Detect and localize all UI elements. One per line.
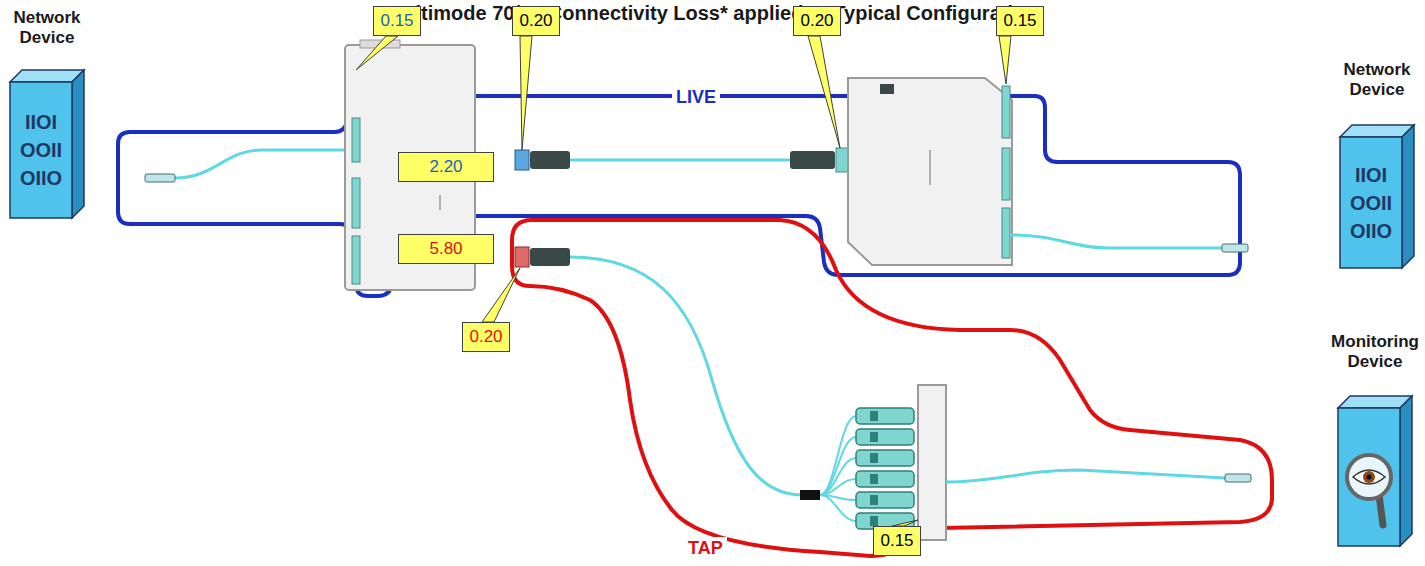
right-cassette — [848, 78, 1012, 265]
eye-magnifier — [1347, 455, 1391, 525]
cube-front — [10, 82, 72, 218]
live-trunk-cable-part — [530, 151, 570, 169]
tap-trunk-cable — [515, 247, 820, 500]
path-label: TAP — [684, 537, 727, 559]
right-cassette-part — [1002, 86, 1010, 138]
cube-side — [1400, 396, 1412, 546]
port-loss-value: 2.20 — [398, 152, 494, 182]
fanout-harness-part — [820, 479, 856, 495]
fanout-harness-part — [870, 495, 878, 505]
right-cassette-part — [1002, 208, 1010, 258]
right-cassette-part — [1002, 148, 1010, 200]
fanout-harness-part — [856, 408, 914, 424]
fanout-harness-part — [820, 458, 856, 495]
path-label: LIVE — [672, 86, 720, 108]
fanout-harness-part — [870, 453, 878, 463]
live-trunk-cable-part — [570, 159, 790, 162]
device-label: Monitoring Device — [1328, 332, 1422, 372]
fanout-harness-part — [856, 471, 914, 487]
fanout-harness-part — [870, 411, 878, 421]
callout-number: 0.15 — [873, 526, 921, 556]
tap-trunk-cable-part — [530, 248, 570, 266]
cube-side — [72, 70, 84, 218]
tap-loop-part — [512, 220, 1272, 556]
live-trunk-cable-part — [836, 148, 848, 172]
fanout-harness-part — [820, 495, 856, 521]
fanout-harness-part — [856, 492, 914, 508]
callout-number: 0.20 — [462, 322, 510, 352]
left-patch-cable-part — [145, 174, 175, 182]
fanout-harness-part — [870, 432, 878, 442]
callout-number: 0.20 — [793, 6, 841, 36]
fanout-harness-part — [870, 474, 878, 484]
fanout-harness-part — [820, 437, 856, 495]
patch-panel-part — [918, 385, 946, 540]
callout-pointer — [482, 268, 520, 322]
cube-front — [1338, 408, 1400, 546]
left-cassette-part — [439, 195, 441, 210]
patch-panel-part — [1225, 474, 1251, 482]
tap-trunk-cable-part — [515, 247, 529, 267]
tap-trunk-cable-part — [800, 490, 820, 500]
callout-pointer — [356, 36, 398, 70]
monitoring-device: Monitoring Device — [1328, 332, 1422, 548]
fanout-harness-part — [856, 450, 914, 466]
right-patch-cable-part — [1222, 244, 1248, 252]
cube-front — [1340, 137, 1402, 268]
left-cassette-part — [352, 236, 360, 284]
callout-number: 0.15 — [996, 6, 1044, 36]
right-patch-cable-part — [1010, 235, 1222, 248]
callout-number: 0.15 — [373, 6, 421, 36]
left-patch-cable-part — [175, 150, 345, 178]
patch-panel — [918, 385, 1251, 540]
cube-side — [1402, 125, 1414, 268]
callout-pointer — [520, 36, 532, 150]
fanout-harness-part — [820, 416, 856, 495]
tap-loop — [512, 220, 1272, 556]
callout-pointer — [808, 36, 840, 148]
left-cassette-part — [352, 118, 360, 162]
device-label: Network Device — [1332, 60, 1422, 100]
fanout-harness-part — [856, 429, 914, 445]
left-cassette-part — [352, 178, 360, 228]
device-label: Network Device — [4, 8, 90, 48]
patch-panel-part — [946, 470, 1225, 482]
port-loss-value: 5.80 — [398, 234, 494, 264]
callout-number: 0.20 — [512, 6, 560, 36]
diagram-title: Multimode 70/30 Connectivity Loss* appli… — [387, 2, 1038, 25]
fanout-harness-part — [870, 516, 878, 526]
live-trunk-cable — [515, 148, 848, 172]
right-cassette-part — [929, 150, 931, 185]
device-code: IIOI OOII OIIO — [1343, 161, 1399, 245]
live-loop — [118, 96, 1240, 296]
live-trunk-cable-part — [790, 151, 835, 169]
right-cassette-part — [848, 78, 1012, 265]
tap-trunk-cable-part — [570, 257, 802, 495]
fanout-harness — [820, 408, 914, 529]
live-trunk-cable-part — [515, 150, 529, 170]
device-code: IIOI OOII OIIO — [13, 108, 69, 192]
callout-pointers — [356, 36, 1011, 526]
network-device: Network DeviceIIOI OOII OIIO — [4, 8, 90, 220]
right-cassette-part — [880, 84, 894, 94]
callout-pointer — [999, 36, 1011, 84]
live-loop-part — [118, 96, 1240, 296]
left-patch-cable — [145, 150, 345, 182]
network-device: Network DeviceIIOI OOII OIIO — [1332, 60, 1422, 270]
right-patch-cable — [1010, 235, 1248, 252]
